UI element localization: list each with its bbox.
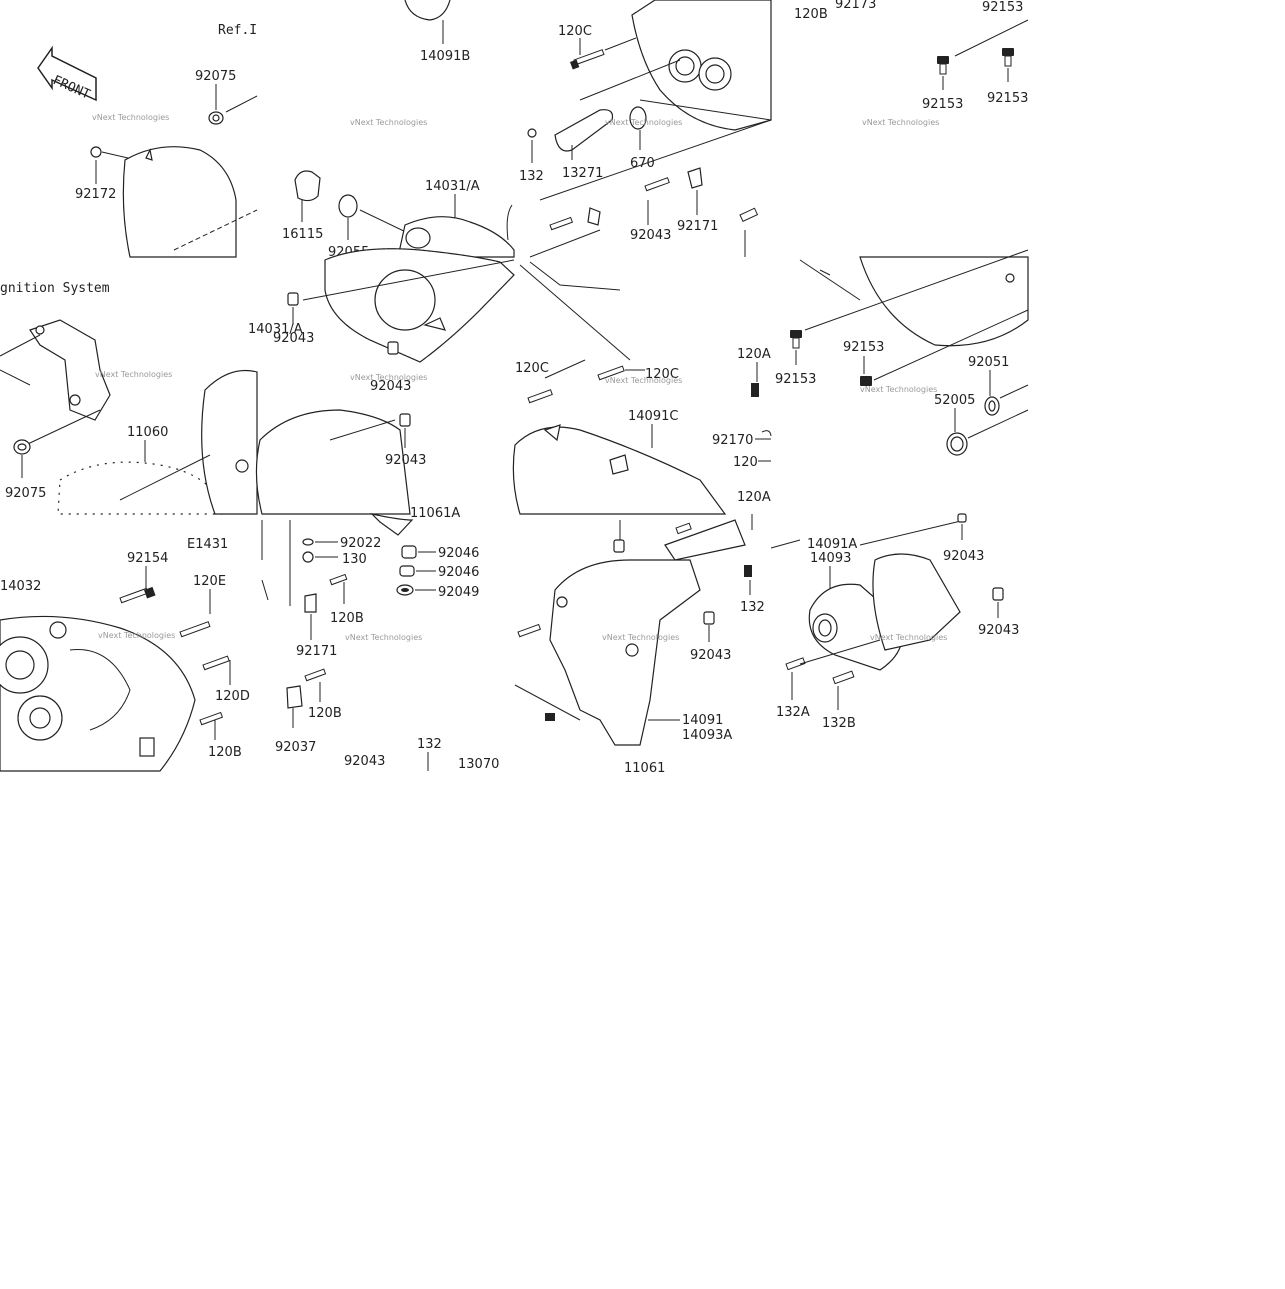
tile-small-parts: 92022 130 92046 92046 92049 120B 92171 1… xyxy=(261,512,499,772)
callout-92154: 92154 xyxy=(127,551,168,566)
svg-text:vNext Technologies: vNext Technologies xyxy=(602,633,679,642)
callout-120B-c: 120B xyxy=(208,745,242,760)
callout-14091A: 14091A xyxy=(807,537,857,552)
callout-11061A: 11061A xyxy=(410,506,460,521)
code-label: E1431 xyxy=(187,537,228,552)
callout-120E: 120E xyxy=(193,574,226,589)
dowel-92043 xyxy=(287,292,299,306)
tile-right-cover: 92153 92153 92051 52005 vNext Technologi… xyxy=(775,249,1029,456)
callout-130: 130 xyxy=(342,552,367,567)
callout-120A-a: 120A xyxy=(737,347,771,362)
callout-16115: 16115 xyxy=(282,227,323,242)
svg-text:vNext Technologies: vNext Technologies xyxy=(862,118,939,127)
tile-ignition-system: gnition System 92075 11060 14031/A vNext… xyxy=(0,281,303,515)
callout-14032: 14032 xyxy=(0,579,41,594)
callout-120D: 120D xyxy=(215,689,250,704)
bolt-92153-d xyxy=(790,330,802,349)
callout-120: 120 xyxy=(733,455,758,470)
callout-52005: 52005 xyxy=(934,393,975,408)
bolt-92153 xyxy=(937,56,949,75)
callout-13271: 13271 xyxy=(562,166,603,181)
callout-120B-top: 120B xyxy=(794,7,828,22)
callout-132: 132 xyxy=(519,169,544,184)
svg-text:vNext Technologies: vNext Technologies xyxy=(350,118,427,127)
callout-92043-e: 92043 xyxy=(690,648,731,663)
callout-132B: 132B xyxy=(822,716,856,731)
callout-92043-b: 92043 xyxy=(370,379,411,394)
tile-front-cover: FRONT Ref.I 92075 92172 vNext Technologi… xyxy=(37,23,258,258)
callout-92022: 92022 xyxy=(340,536,381,551)
callout-92153-a: 92153 xyxy=(982,0,1023,15)
callout-120C-c: 120C xyxy=(515,361,549,376)
callout-92173-top: 92173 xyxy=(835,0,876,12)
svg-text:vNext Technologies: vNext Technologies xyxy=(98,631,175,640)
svg-text:vNext Technologies: vNext Technologies xyxy=(95,370,172,379)
callout-92075: 92075 xyxy=(195,69,236,84)
callout-120B-d: 120B xyxy=(330,611,364,626)
callout-132-a: 132 xyxy=(417,737,442,752)
callout-14091B: 14091B xyxy=(420,49,470,64)
tile-inner-cover: 92043 132 14091 14093A 11061 vNext Techn… xyxy=(514,514,765,776)
callout-92153-d: 92153 xyxy=(775,372,816,387)
callout-14093A: 14093A xyxy=(682,728,732,743)
callout-132-b: 132 xyxy=(740,600,765,615)
callout-92043-f: 92043 xyxy=(943,549,984,564)
callout-120B-e: 120B xyxy=(308,706,342,721)
callout-92153-e: 92153 xyxy=(843,340,884,355)
callout-14031: 14031/A xyxy=(425,179,480,194)
bolt-120C xyxy=(570,49,605,70)
callout-670: 670 xyxy=(630,156,655,171)
svg-text:vNext Technologies: vNext Technologies xyxy=(350,373,427,382)
tile-outer-cover: 14091A 14093 92043 92043 132A 132B vNext… xyxy=(770,513,1019,731)
tile-right-cover-bolts: 120B 92173 92153 92153 92153 vNext Techn… xyxy=(794,0,1028,127)
callout-92046-b: 92046 xyxy=(438,565,479,580)
ignition-label: gnition System xyxy=(0,281,110,296)
bolt-92153-b xyxy=(1002,48,1014,67)
callout-92051: 92051 xyxy=(968,355,1009,370)
callout-120C-d: 120C xyxy=(645,367,679,382)
svg-text:vNext Technologies: vNext Technologies xyxy=(860,385,937,394)
tile-cover-bolts: 120C 120C 14091C vNext Technologies 9217… xyxy=(512,261,772,515)
callout-14093: 14093 xyxy=(810,551,851,566)
watermark: vNext Technologies xyxy=(92,113,169,122)
svg-text:vNext Technologies: vNext Technologies xyxy=(870,633,947,642)
callout-92075-b: 92075 xyxy=(5,486,46,501)
callout-13070: 13070 xyxy=(458,757,499,772)
callout-120C-b: 92043 xyxy=(630,228,671,243)
tile-crankcase-cover: 120C 13271 132 670 92043 92171 xyxy=(519,0,772,258)
front-arrow-icon: FRONT xyxy=(37,45,97,103)
ref-label: Ref.I xyxy=(218,23,257,38)
tile-clutch-gasket: 92043 92043 92043 11061A vNext Technolog… xyxy=(255,248,515,521)
callout-92046-a: 92046 xyxy=(438,546,479,561)
callout-92171-b: 92171 xyxy=(296,644,337,659)
callout-14091: 14091 xyxy=(682,713,723,728)
svg-text:14031/A: 14031/A xyxy=(248,322,303,337)
svg-text:vNext Technologies: vNext Technologies xyxy=(605,118,682,127)
svg-text:vNext Technologies: vNext Technologies xyxy=(345,633,422,642)
callout-14091C: 14091C xyxy=(628,409,678,424)
callout-92171-a: 92171 xyxy=(677,219,718,234)
svg-text:vNext Technologies: vNext Technologies xyxy=(605,376,682,385)
callout-92043-d: 92043 xyxy=(344,754,385,769)
callout-92170: 92170 xyxy=(712,433,753,448)
callout-92043-a: 92043 xyxy=(273,331,314,346)
callout-11060: 11060 xyxy=(127,425,168,440)
callout-132A: 132A xyxy=(776,705,810,720)
callout-92043-g: 92043 xyxy=(978,623,1019,638)
callout-120C-a: 120C xyxy=(558,24,592,39)
tile-clutch-cover: 14091B 14031/A 16115 92055 vNext Technol… xyxy=(282,0,515,260)
callout-92049: 92049 xyxy=(438,585,479,600)
callout-92172: 92172 xyxy=(75,187,116,202)
callout-92037: 92037 xyxy=(275,740,316,755)
callout-92153-c: 92153 xyxy=(987,91,1028,106)
tile-left-crankcase: E1431 14032 92154 120E 120D 120B vNext T… xyxy=(0,537,250,772)
callout-92153-b: 92153 xyxy=(922,97,963,112)
callout-11061: 11061 xyxy=(624,761,665,776)
callout-92043-c: 92043 xyxy=(385,453,426,468)
callout-120A-b: 120A xyxy=(737,490,771,505)
